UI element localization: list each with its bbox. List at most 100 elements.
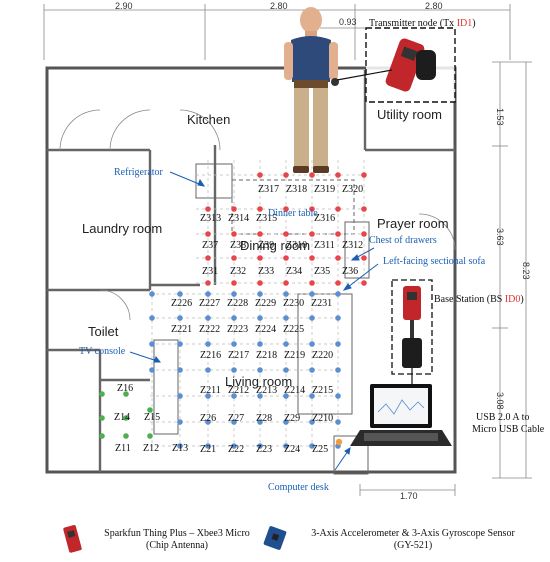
zone-marker-dot [257,291,263,297]
origin-marker [335,438,343,446]
zone-label: Z318 [286,184,307,195]
walls [45,66,457,474]
zone-marker-dot [309,443,315,449]
zone-label: Z16 [117,383,133,394]
zone-marker-dot [205,443,211,449]
zone-marker-dot [149,291,155,297]
bottom-dimension-line [359,484,456,496]
zone-label: Z229 [255,298,276,309]
kitchen-label: Kitchen [187,112,230,127]
zone-marker-dot [177,291,183,297]
dining-room-label: Dining room [240,238,310,253]
zone-label: Z225 [283,324,304,335]
zone-marker-dot [361,206,367,212]
zone-marker-dot [283,393,289,399]
zone-label: Z313 [200,213,221,224]
zone-marker-dot [361,280,367,286]
zone-marker-dot [335,291,341,297]
zone-marker-dot [99,415,105,421]
zone-marker-dot [205,291,211,297]
zone-label: Z211 [200,385,221,396]
zone-label: Z224 [255,324,276,335]
base-station-label: Base Station (BS ID0) [434,294,524,305]
sofa-note: Left-facing sectional sofa [383,256,486,267]
zone-marker-dot [257,172,263,178]
zone-marker-dot [283,315,289,321]
zone-label: Z218 [256,350,277,361]
zone-marker-dot [147,407,153,413]
zone-label: Z23 [256,444,272,455]
zone-label: Z33 [258,266,274,277]
zone-label: Z314 [228,213,249,224]
zone-marker-dot [177,341,183,347]
zone-marker-dot [205,231,211,237]
zone-label: Z227 [199,298,220,309]
zone-marker-dot [205,280,211,286]
zone-marker-dot [283,419,289,425]
zone-label: Z36 [342,266,358,277]
dim-top-3: 2.80 [425,1,443,11]
dim-top-2: 2.80 [270,1,288,11]
living-room-label: Living room [225,374,292,389]
usb-cable-label-1: USB 2.0 A to [476,412,529,423]
laundry-room-label: Laundry room [82,221,162,236]
refrigerator-note: Refrigerator [114,167,164,178]
zone-marker-dot [231,393,237,399]
transmitter-pointer [336,69,393,81]
zone-marker-dot [283,206,289,212]
zone-label: Z319 [314,184,335,195]
zone-marker-dot [205,255,211,261]
zone-marker-dot [205,367,211,373]
zone-marker-dot [335,315,341,321]
zone-marker-dot [309,280,315,286]
zone-label: Z221 [171,324,192,335]
zone-label: Z213 [256,385,277,396]
zone-marker-dot [149,341,155,347]
zone-marker-dot [177,315,183,321]
zone-label: Z21 [200,444,216,455]
zone-label: Z228 [227,298,248,309]
toilet-label: Toilet [88,324,119,339]
zone-marker-dot [309,315,315,321]
zone-label: Z317 [258,184,279,195]
interior-walls [47,70,455,472]
zone-label: Z26 [200,413,216,424]
zone-label: Z14 [114,412,130,423]
zone-marker-dot [177,443,183,449]
zone-label: Z214 [284,385,305,396]
zone-marker-dot [335,341,341,347]
transmitter-label: Transmitter node (Tx ID1) [369,18,476,29]
zone-marker-dot [231,291,237,297]
zone-marker-dot [257,280,263,286]
zone-label: Z35 [314,266,330,277]
zone-marker-dot [231,367,237,373]
zone-label: Z38 [230,240,246,251]
tv-console-note: TV console [79,346,126,357]
zone-marker-dot [123,433,129,439]
zone-label: Z311 [314,240,335,251]
chest-outline [344,221,370,279]
zone-label: Z312 [342,240,363,251]
zone-label: Z31 [202,266,218,277]
dim-bottom: 1.70 [400,491,418,501]
zone-marker-dot [335,255,341,261]
zone-label: Z15 [144,412,160,423]
zone-marker-dot [231,231,237,237]
zone-marker-dot [335,367,341,373]
zone-marker-dot [123,391,129,397]
legend-gy521-line1: 3-Axis Accelerometer & 3-Axis Gyroscope … [311,528,515,539]
zone-marker-dot [231,443,237,449]
zone-label: Z320 [342,184,363,195]
zone-label: Z231 [311,298,332,309]
zone-marker-dot [283,291,289,297]
zone-label: Z22 [228,444,244,455]
zone-label: Z25 [312,444,328,455]
zone-marker-dot [205,341,211,347]
zone-label: Z13 [172,443,188,454]
usb-cable-label-2: Micro USB Cable [472,424,545,435]
zone-marker-dot [205,393,211,399]
zone-marker-dot [283,367,289,373]
zone-marker-dot [309,367,315,373]
zone-marker-dot [147,433,153,439]
zone-marker-dot [177,367,183,373]
